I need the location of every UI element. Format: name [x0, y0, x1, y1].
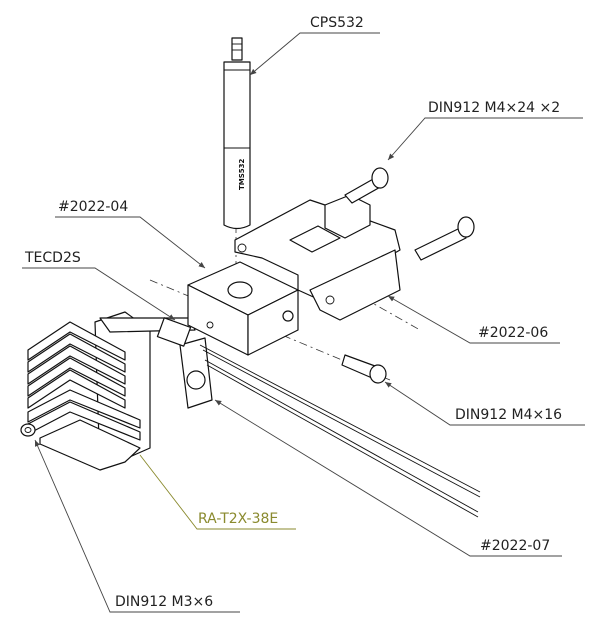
screw-m4x24 [344, 167, 475, 261]
label-cps532: CPS532 [310, 15, 364, 31]
label-tecd2s: TECD2S [24, 250, 81, 266]
label-din912-m3x6: DIN912 M3×6 [115, 594, 213, 610]
label-din912-m4x16: DIN912 M4×16 [455, 407, 562, 423]
block-2022-04 [187, 261, 299, 356]
label-ra-t2x-38e: RA-T2X-38E [198, 511, 278, 527]
label-din912-m4x24: DIN912 M4×24 ×2 [428, 100, 560, 116]
probe-cps532: TMS532 [223, 37, 251, 230]
part-2022-07 [156, 317, 481, 518]
svg-text:TMS532: TMS532 [238, 158, 246, 190]
screw-m3x6 [20, 423, 36, 437]
label-2022-06: #2022-06 [478, 325, 548, 341]
screw-m4x16 [341, 354, 387, 384]
label-2022-07: #2022-07 [480, 538, 550, 554]
leader-lines [22, 32, 585, 613]
label-2022-04: #2022-04 [58, 199, 128, 215]
frame-2022-06 [234, 194, 401, 321]
